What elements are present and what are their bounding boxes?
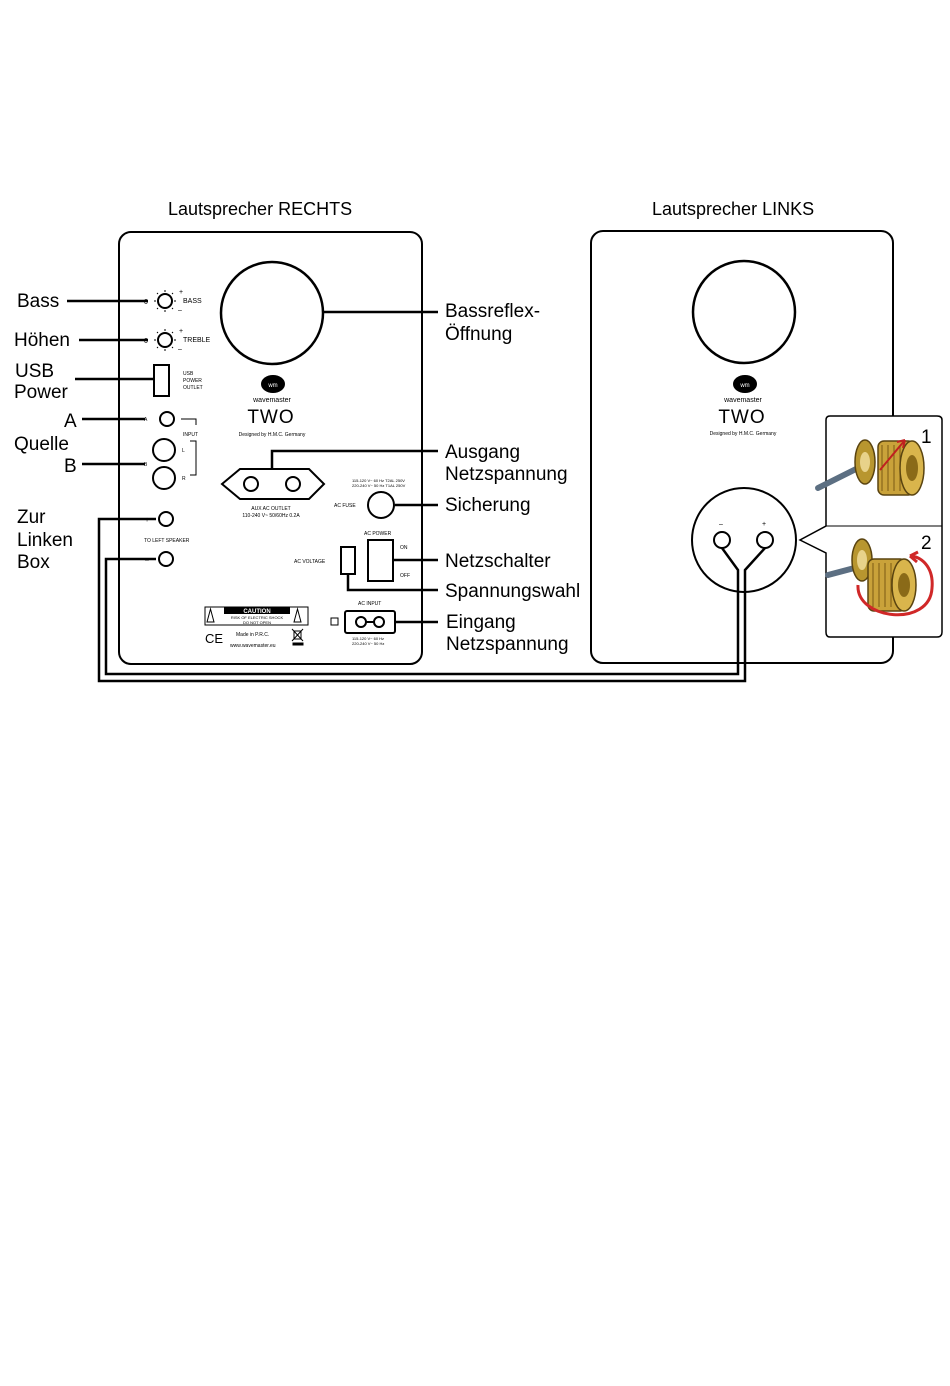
bass-knob <box>154 290 176 312</box>
callout-source: Quelle <box>14 434 69 455</box>
wavemaster-logo-icon <box>261 375 285 393</box>
callout-left-box-line3: Box <box>17 552 50 573</box>
ac-input-spec-2: 220-240 V~ 50 Hz <box>352 641 384 646</box>
callout-input-a: A <box>64 411 77 432</box>
callout-input-line2: Netzspannung <box>446 634 569 655</box>
power-panel-label: AC POWER <box>364 531 392 537</box>
logo-mark-left: wm <box>739 383 749 389</box>
weee-bin-icon <box>291 628 304 646</box>
model-right: TWO <box>247 407 294 428</box>
callout-treble: Höhen <box>14 330 70 351</box>
voltage-selector <box>340 546 356 575</box>
callout-usb-line1: USB <box>15 361 54 382</box>
speaker-out-minus-terminal <box>158 551 174 567</box>
usb-panel-label-1: USB <box>183 371 194 377</box>
aux-outlet-label-1: AUX AC OUTLET <box>251 506 290 512</box>
terminal-minus-mark: – <box>719 521 723 528</box>
callout-bassreflex-line1: Bassreflex- <box>445 301 540 322</box>
input-r-mark: R <box>182 476 186 482</box>
left-callouts <box>67 299 154 466</box>
aux-ac-outlet <box>220 468 326 500</box>
step-2-number: 2 <box>921 533 932 554</box>
aux-outlet-label-2: 110-240 V~ 50/60Hz 0.2A <box>242 513 300 519</box>
brand-right: wavemaster <box>252 397 291 404</box>
fuse-spec-1: 115-120 V~ 60 Hz T2AL 250V <box>352 478 405 483</box>
bass-zero-mark: 0 <box>144 299 148 306</box>
speaker-out-minus-mark: – <box>145 557 149 564</box>
right-callouts <box>270 310 438 624</box>
ac-fuse-holder <box>367 491 395 519</box>
title-left-speaker: Lautsprecher LINKS <box>652 199 814 219</box>
left-speaker-panel: wm wavemaster TWO Designed by H.M.C. Ger… <box>590 230 894 664</box>
caution-title: CAUTION <box>243 609 270 615</box>
ac-input-panel-label: AC INPUT <box>358 601 381 607</box>
usb-power-outlet <box>153 364 170 397</box>
caution-line-2: DO NOT OPEN <box>243 620 271 625</box>
input-b-right-jack <box>152 466 176 490</box>
callout-bass: Bass <box>17 291 59 312</box>
designed-left: Designed by H.M.C. Germany <box>710 431 777 437</box>
speaker-cable <box>97 517 766 683</box>
voltage-panel-label: AC VOLTAGE <box>294 559 326 565</box>
wavemaster-logo-icon-left <box>733 375 757 393</box>
bass-panel-label: BASS <box>183 298 202 305</box>
input-a-jack <box>159 411 175 427</box>
made-in-label: Made in P.R.C. <box>236 632 269 638</box>
left-plus-terminal <box>756 531 774 549</box>
callout-input-b: B <box>64 456 77 477</box>
caution-line-1: RISK OF ELECTRIC SHOCK <box>231 615 284 620</box>
treble-panel-label: TREBLE <box>183 337 211 344</box>
treble-knob <box>154 329 176 351</box>
callout-input-line1: Eingang <box>446 612 516 633</box>
left-minus-terminal <box>713 531 731 549</box>
usb-panel-label-3: OUTLET <box>183 385 203 391</box>
callout-fuse: Sicherung <box>445 495 531 516</box>
bass-minus-mark: – <box>178 307 182 314</box>
binding-post-tighten-icon <box>825 538 934 617</box>
step-1-number: 1 <box>921 427 932 448</box>
treble-zero-mark: 0 <box>144 338 148 345</box>
speaker-out-label: TO LEFT SPEAKER <box>144 538 190 544</box>
speaker-out-plus-mark: + <box>145 517 149 524</box>
input-b-left-jack <box>152 438 176 462</box>
power-on-mark: ON <box>400 545 408 551</box>
callout-output-line1: Ausgang <box>445 442 520 463</box>
usb-panel-label-2: POWER <box>183 378 202 384</box>
fuse-panel-label: AC FUSE <box>334 503 356 509</box>
callout-output-line2: Netzspannung <box>445 464 568 485</box>
power-off-mark: OFF <box>400 573 410 579</box>
callout-power-switch: Netzschalter <box>445 551 551 572</box>
input-l-mark: L <box>182 448 185 454</box>
callout-left-box-line1: Zur <box>17 507 46 528</box>
bassreflex-port <box>219 260 325 366</box>
website-label: www.wavemaster.eu <box>230 643 276 649</box>
callout-usb-line2: Power <box>14 382 69 403</box>
ac-input-spec-1: 115-120 V~ 60 Hz <box>352 636 384 641</box>
callout-left-box-line2: Linken <box>17 530 73 551</box>
input-a-panel-mark: A <box>144 417 148 423</box>
logo-mark-right: wm <box>267 383 277 389</box>
brand-left: wavemaster <box>723 397 762 404</box>
callout-voltage-select: Spannungswahl <box>445 581 580 602</box>
left-bassreflex-port <box>691 259 797 365</box>
ce-mark: CE <box>205 631 223 646</box>
designed-right: Designed by H.M.C. Germany <box>239 432 306 438</box>
fuse-spec-2: 220-240 V~ 50 Hz T1AL 250V <box>352 483 406 488</box>
treble-minus-mark: – <box>178 346 182 353</box>
model-left: TWO <box>718 407 765 428</box>
caution-label <box>204 606 309 626</box>
treble-plus-mark: + <box>179 328 183 335</box>
binding-post-loosen-icon <box>815 439 925 496</box>
speaker-out-plus-terminal <box>158 511 174 527</box>
right-speaker-panel: 0 + BASS – 0 + TREBLE – USB POWER OUTLET… <box>118 231 423 665</box>
bass-plus-mark: + <box>179 289 183 296</box>
input-b-panel-mark: B <box>144 462 148 468</box>
callout-bassreflex-line2: Öffnung <box>445 324 512 345</box>
power-switch <box>367 539 394 582</box>
title-right-speaker: Lautsprecher RECHTS <box>168 199 352 219</box>
binding-post-inset: 1 2 <box>798 415 943 638</box>
input-panel-label: INPUT <box>183 432 198 438</box>
terminal-plus-mark: + <box>762 521 766 528</box>
